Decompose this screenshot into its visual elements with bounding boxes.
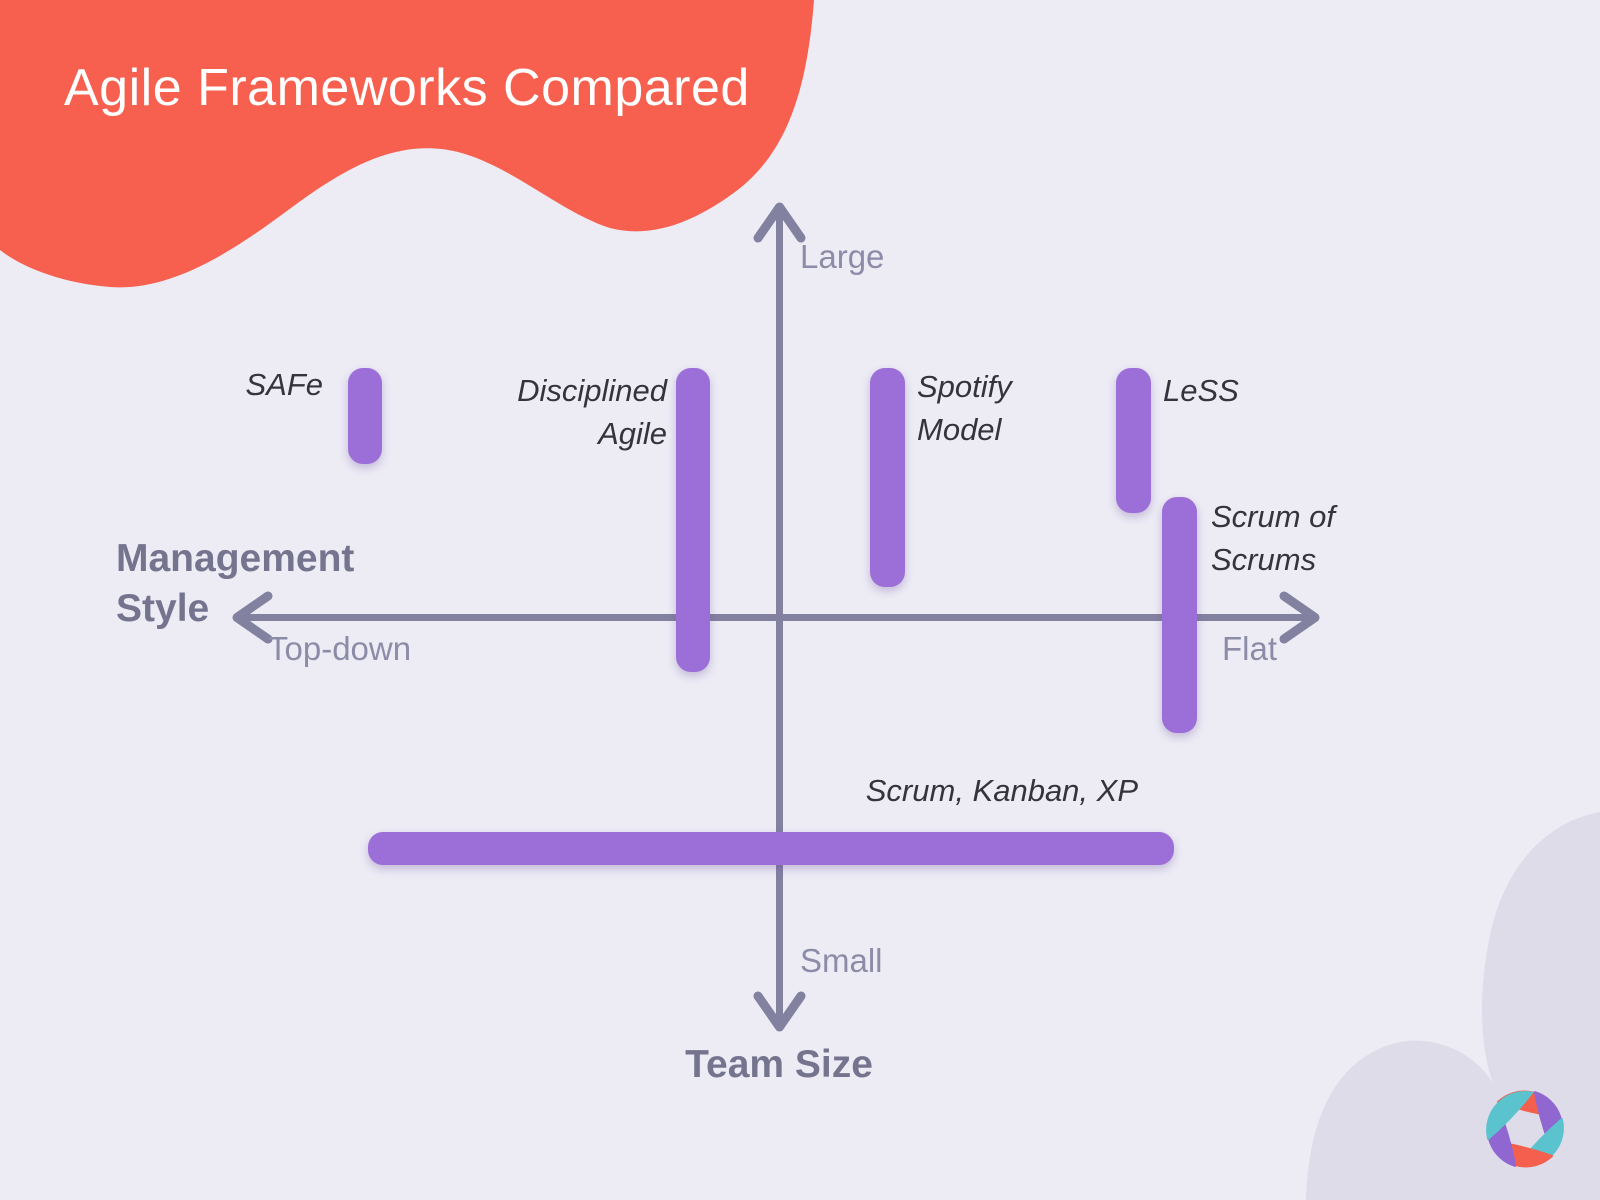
page-title: Agile Frameworks Compared [64, 59, 750, 117]
bar-disciplined-agile [676, 368, 710, 672]
label-spotify-model: Spotify Model [917, 369, 1012, 447]
logo-icon [1486, 1090, 1564, 1168]
label-scrum-of-scrums: Scrum of Scrums [1211, 499, 1336, 577]
arrow-left-icon [232, 591, 273, 644]
label-safe: SAFe [245, 367, 323, 402]
label-less: LeSS [1163, 373, 1239, 408]
arrow-down-icon [753, 991, 806, 1032]
bar-scrum-kanban-xp [368, 832, 1174, 865]
logo-petal-teal-upper-left [1486, 1091, 1534, 1140]
bar-scrum-of-scrums [1162, 497, 1197, 733]
y-axis-bottom-label: Small [800, 942, 883, 979]
y-axis-top-label: Large [800, 238, 885, 275]
bar-spotify-model [870, 368, 905, 587]
y-axis-title: Team Size [685, 1043, 873, 1086]
x-axis-right-label: Flat [1222, 630, 1278, 667]
bar-safe [348, 368, 382, 464]
arrow-right-icon [1279, 591, 1320, 644]
x-axis-left-label: Top-down [268, 630, 412, 667]
bar-less [1116, 368, 1151, 513]
x-axis-title: Management Style [116, 537, 355, 630]
label-disciplined-agile: Disciplined Agile [517, 373, 667, 451]
label-scrum-kanban-xp: Scrum, Kanban, XP [865, 773, 1138, 808]
arrow-up-icon [753, 202, 806, 243]
